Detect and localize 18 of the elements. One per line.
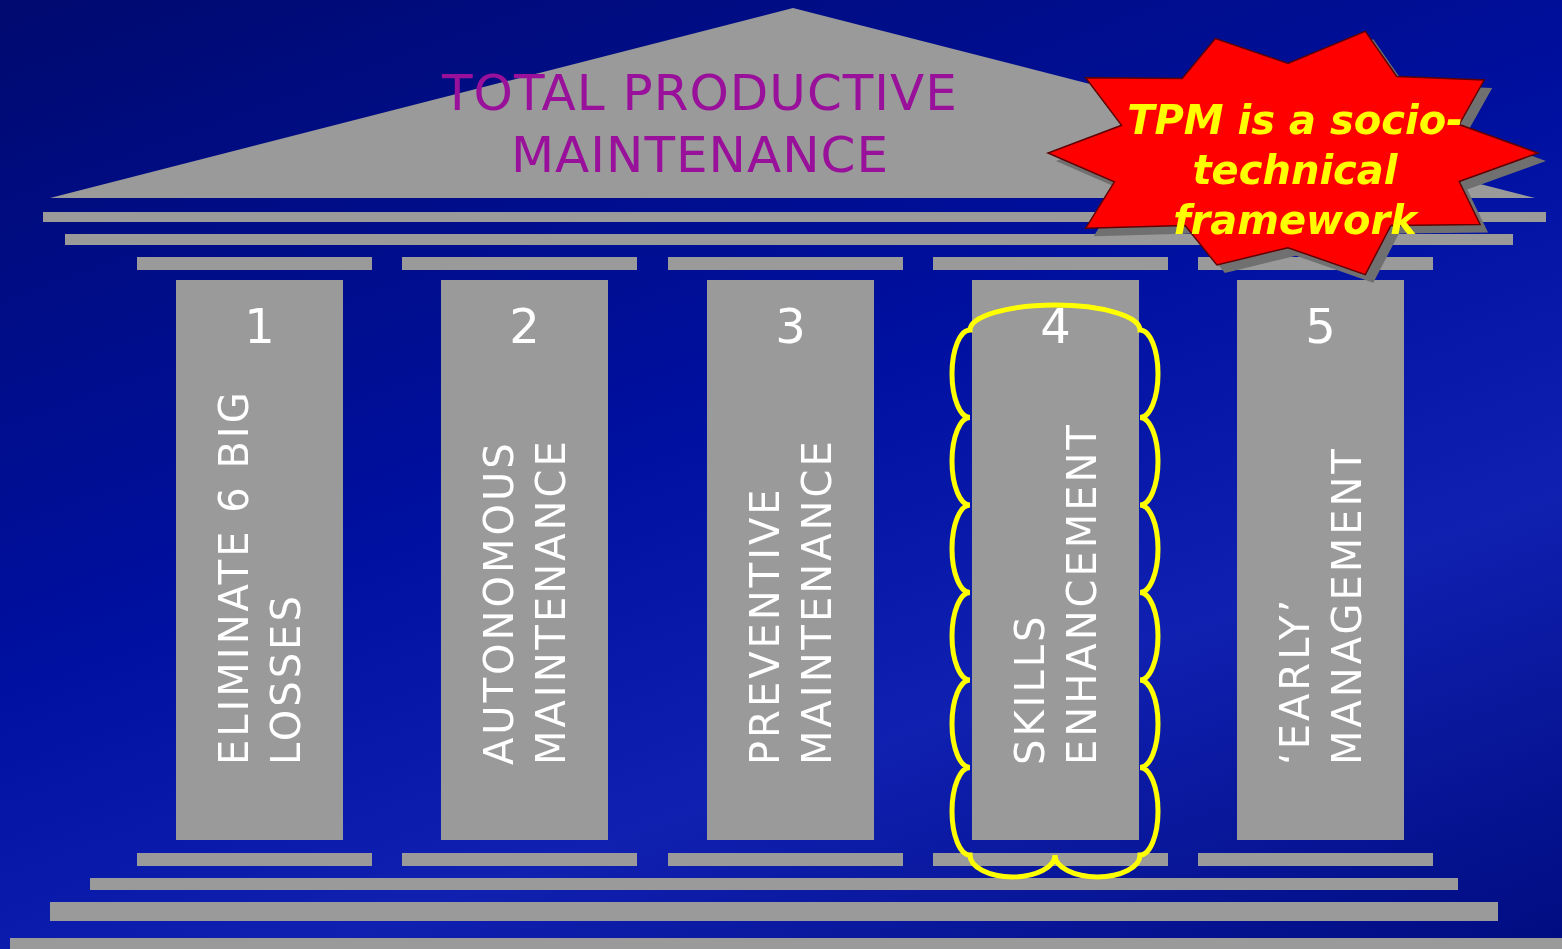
pillar-label: PREVENTIVE MAINTENANCE [740,437,841,765]
highlight-cloud [949,302,1161,880]
pillar-number: 2 [508,298,541,354]
title-text: TOTAL PRODUCTIVE MAINTENANCE [441,63,959,186]
pillar-number: 4 [1039,298,1072,354]
pillar-label: ELIMINATE 6 BIG LOSSES [209,388,310,765]
pillar-number: 5 [1304,298,1337,354]
pillar-label: AUTONOMOUS MAINTENANCE [474,437,575,765]
callout-text: TPM is a socio-technical framework [1126,96,1464,245]
pillar-number: 3 [774,298,807,354]
pillar-label: SKILLS ENHANCEMENT [1005,421,1106,765]
pillar-label: ‘EARLY’ MANAGEMENT [1270,445,1371,765]
starburst-callout [1046,30,1546,283]
pillar [441,280,608,840]
pillar [1237,280,1404,840]
pillar [707,280,874,840]
pillar [176,280,343,840]
pillar-number: 1 [243,298,276,354]
